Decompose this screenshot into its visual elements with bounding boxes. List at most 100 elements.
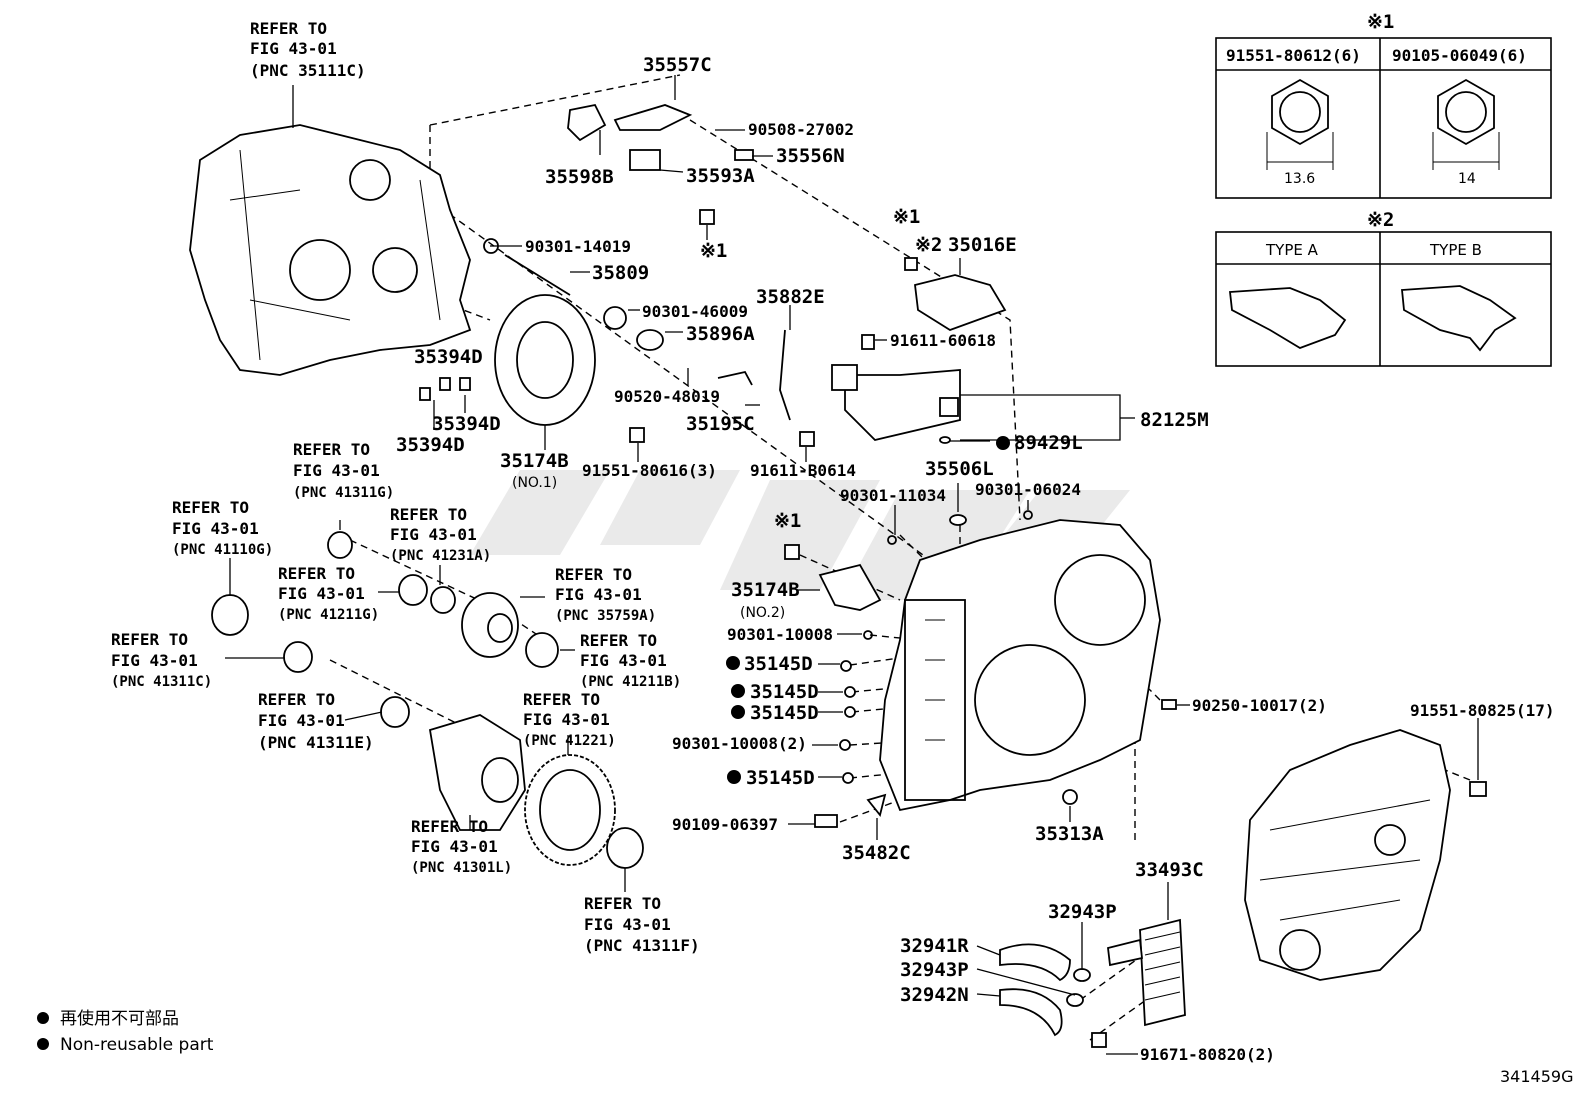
bolt-size-table: ※1 91551-80612(6) 90105-06049(6) 13.6 14 (1215, 11, 1552, 199)
label-35598B: 35598B (545, 166, 614, 188)
label-91551-80825: 91551-80825(17) (1410, 701, 1555, 720)
svg-text:(PNC 41231A): (PNC 41231A) (390, 548, 491, 564)
svg-text:FIG 43-01: FIG 43-01 (580, 651, 667, 670)
svg-text:REFER TO: REFER TO (111, 630, 188, 649)
legend: 再使用不可部品 Non-reusable part (37, 1008, 214, 1055)
non-reusable-dot (731, 684, 745, 698)
non-reusable-dot (731, 705, 745, 719)
transaxle-housing-main (879, 519, 1161, 812)
ref-tl-line2: FIG 43-01 (250, 39, 337, 58)
label-35482C: 35482C (842, 842, 911, 864)
svg-text:REFER TO: REFER TO (390, 505, 467, 524)
ref-41311G: REFER TO FIG 43-01 (PNC 41311G) (293, 440, 394, 501)
transaxle-case-right-view (1244, 729, 1451, 981)
mark2-bracket: ※2 (915, 234, 942, 256)
svg-text:(PNC 41221): (PNC 41221) (523, 733, 616, 749)
label-35174B-no1: 35174B (500, 450, 569, 472)
label-35809: 35809 (592, 262, 649, 284)
label-90301-14019: 90301-14019 (525, 237, 631, 256)
legend-dot (37, 1012, 49, 1024)
label-89429L: 89429L (1014, 432, 1083, 454)
bracket-type-a (1229, 287, 1347, 349)
svg-text:(PNC 41311E): (PNC 41311E) (258, 733, 374, 752)
label-90520-48019: 90520-48019 (614, 387, 720, 406)
part-labels: REFER TO FIG 43-01 (PNC 35111C) 35557C 9… (250, 19, 1555, 1064)
svg-text:(PNC 41211B): (PNC 41211B) (580, 674, 681, 690)
label-35557C: 35557C (643, 54, 712, 76)
label-32943P-a: 32943P (1048, 901, 1117, 923)
svg-text:(PNC 41311G): (PNC 41311G) (293, 485, 394, 501)
svg-text:FIG 43-01: FIG 43-01 (390, 525, 477, 544)
svg-text:FIG 43-01: FIG 43-01 (584, 915, 671, 934)
label-35145D-2: 35145D (750, 681, 819, 703)
label-35556N: 35556N (776, 145, 845, 167)
label-35394D-a: 35394D (414, 346, 483, 368)
svg-text:FIG 43-01: FIG 43-01 (523, 710, 610, 729)
label-91611-B0614: 91611-B0614 (750, 461, 856, 480)
table1-dim1: 13.6 (1284, 171, 1315, 187)
label-35174B-no2-note: (NO.2) (740, 605, 785, 621)
ref-41221: REFER TO FIG 43-01 (PNC 41221) (523, 690, 616, 749)
table2-mark: ※2 (1367, 209, 1394, 231)
ref-41311C: REFER TO FIG 43-01 (PNC 41311C) (111, 630, 212, 690)
legend-en: Non-reusable part (60, 1035, 214, 1055)
solid-leader-lines (225, 75, 1479, 1055)
svg-text:REFER TO: REFER TO (580, 631, 657, 650)
legend-dot (37, 1038, 49, 1050)
label-90508-27002: 90508-27002 (748, 120, 854, 139)
legend-jp: 再使用不可部品 (60, 1008, 179, 1029)
label-35394D-c: 35394D (396, 434, 465, 456)
svg-text:(PNC 41311C): (PNC 41311C) (111, 674, 212, 690)
table1-col2: 90105-06049(6) (1392, 46, 1527, 65)
ref-tl-line1: REFER TO (250, 19, 327, 38)
svg-text:REFER TO: REFER TO (584, 894, 661, 913)
ref-41211B: REFER TO FIG 43-01 (PNC 41211B) (580, 631, 681, 690)
mark1-bolt-c: ※1 (774, 510, 801, 532)
label-82125M: 82125M (1140, 409, 1209, 431)
mark1-bolt-a: ※1 (700, 240, 727, 262)
svg-text:FIG 43-01: FIG 43-01 (111, 651, 198, 670)
svg-text:FIG 43-01: FIG 43-01 (293, 461, 380, 480)
svg-text:REFER TO: REFER TO (411, 817, 488, 836)
table2-col2: TYPE B (1429, 241, 1482, 259)
label-91611-60618: 91611-60618 (890, 331, 996, 350)
svg-text:(PNC 41301L): (PNC 41301L) (411, 860, 512, 876)
label-90301-46009: 90301-46009 (642, 302, 748, 321)
table1-mark: ※1 (1367, 11, 1394, 33)
label-35016E: 35016E (948, 234, 1017, 256)
label-32941R: 32941R (900, 935, 969, 957)
ref-41311E: REFER TO FIG 43-01 (PNC 41311E) (258, 690, 374, 752)
svg-text:FIG 43-01: FIG 43-01 (172, 519, 259, 538)
label-35174B-no2: 35174B (731, 579, 800, 601)
svg-text:REFER TO: REFER TO (555, 565, 632, 584)
label-90301-10008: 90301-10008 (727, 625, 833, 644)
svg-text:(PNC 41311F): (PNC 41311F) (584, 936, 700, 955)
bracket-type-b (1401, 285, 1517, 352)
label-90301-10008-2: 90301-10008(2) (672, 734, 807, 753)
label-35506L: 35506L (925, 458, 994, 480)
svg-text:(PNC 41110G): (PNC 41110G) (172, 542, 273, 558)
label-35145D-3: 35145D (750, 702, 819, 724)
bracket-type-table: ※2 TYPE A TYPE B (1215, 209, 1552, 367)
label-33493C: 33493C (1135, 859, 1204, 881)
watermark-logo (470, 470, 1130, 600)
label-35313A: 35313A (1035, 823, 1104, 845)
svg-text:FIG 43-01: FIG 43-01 (411, 837, 498, 856)
ref-41311F: REFER TO FIG 43-01 (PNC 41311F) (584, 894, 700, 955)
label-35896A: 35896A (686, 323, 755, 345)
label-90109-06397: 90109-06397 (672, 815, 778, 834)
svg-text:REFER TO: REFER TO (258, 690, 335, 709)
ref-41110G: REFER TO FIG 43-01 (PNC 41110G) (172, 498, 273, 558)
non-reusable-dot (726, 656, 740, 670)
table1-col1: 91551-80612(6) (1226, 46, 1361, 65)
label-90250-10017: 90250-10017(2) (1192, 696, 1327, 715)
label-90301-06024: 90301-06024 (975, 480, 1081, 499)
svg-text:FIG 43-01: FIG 43-01 (258, 711, 345, 730)
label-35145D-1: 35145D (744, 653, 813, 675)
svg-text:REFER TO: REFER TO (278, 564, 355, 583)
table1-dim2: 14 (1458, 171, 1476, 187)
svg-text:(PNC 35759A): (PNC 35759A) (555, 608, 656, 624)
mark1-bolt-b: ※1 (893, 206, 920, 228)
